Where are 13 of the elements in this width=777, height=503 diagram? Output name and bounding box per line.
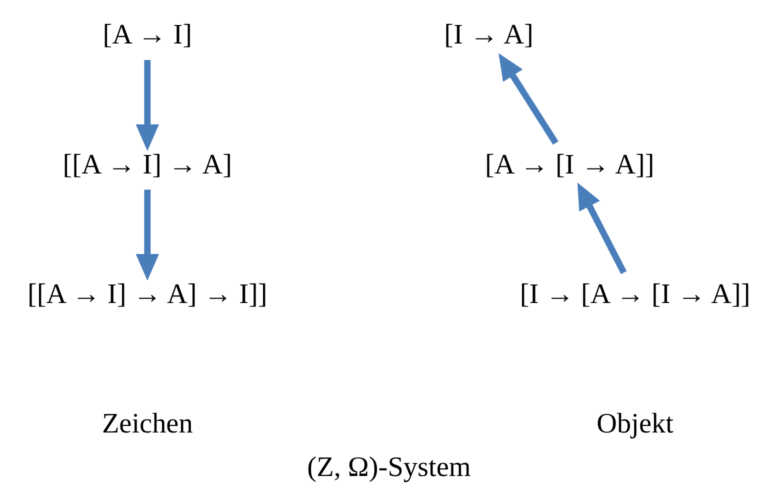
caption: (Z, Ω)-System [306, 452, 470, 484]
arrow [135, 190, 159, 281]
node-text: [A → I] [102, 20, 192, 51]
label: Objekt [596, 408, 673, 440]
node-text: [[A → I] → A] → I]] [26, 278, 267, 310]
label: Zeichen [101, 408, 192, 440]
node-text: [I → [A → [I → A]] [519, 278, 750, 310]
node-text: [A → [I → A]] [484, 149, 654, 180]
arrow [576, 182, 626, 274]
node-text: [I → A] [444, 20, 533, 51]
arrow [498, 53, 558, 145]
node-text: [[A → I] → A] [62, 149, 232, 180]
arrow [135, 60, 159, 151]
